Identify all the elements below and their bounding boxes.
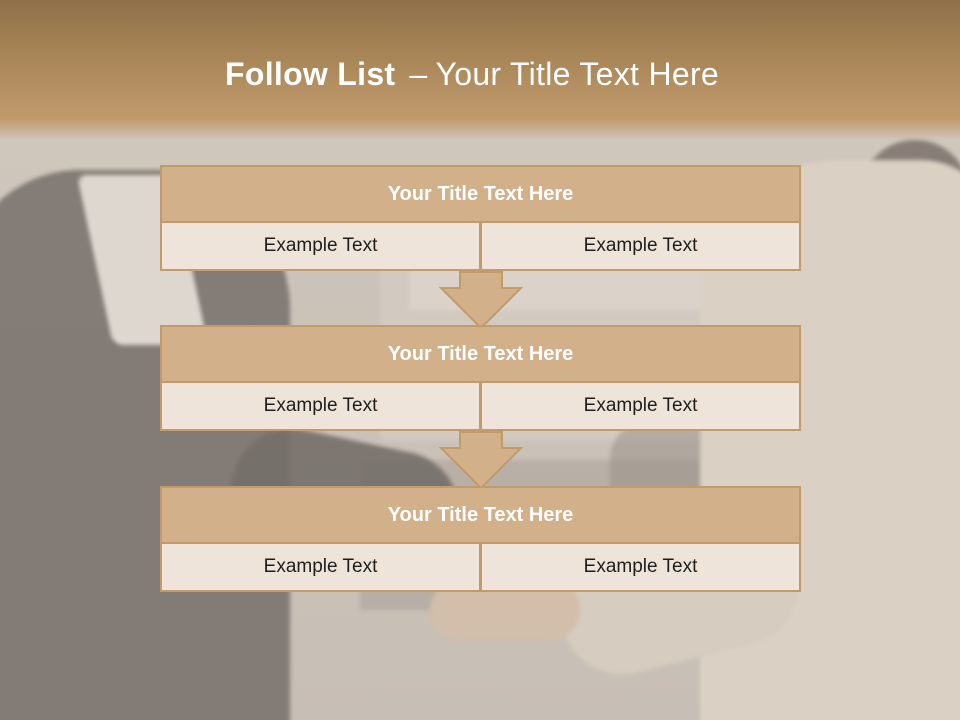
- step-title[interactable]: Your Title Text Here: [160, 165, 801, 223]
- step-title[interactable]: Your Title Text Here: [160, 325, 801, 383]
- slide-title-text: Your Title Text Here: [435, 56, 719, 92]
- slide-title: Follow List–Your Title Text Here: [0, 56, 944, 93]
- step-cell-left[interactable]: Example Text: [160, 381, 481, 431]
- step-row: Example Text Example Text: [160, 381, 801, 431]
- step-row: Example Text Example Text: [160, 221, 801, 271]
- step-cell-right[interactable]: Example Text: [481, 381, 801, 431]
- step-block-2: Your Title Text Here Example Text Exampl…: [160, 325, 801, 431]
- down-arrow-icon: [439, 271, 523, 330]
- step-row: Example Text Example Text: [160, 542, 801, 592]
- step-title[interactable]: Your Title Text Here: [160, 486, 801, 544]
- down-arrow-icon: [439, 431, 523, 490]
- step-cell-right[interactable]: Example Text: [481, 542, 801, 592]
- slide-title-dash: –: [409, 56, 428, 92]
- step-cell-left[interactable]: Example Text: [160, 221, 481, 271]
- slide-title-bold: Follow List: [225, 56, 396, 92]
- step-cell-right[interactable]: Example Text: [481, 221, 801, 271]
- step-block-1: Your Title Text Here Example Text Exampl…: [160, 165, 801, 271]
- step-block-3: Your Title Text Here Example Text Exampl…: [160, 486, 801, 592]
- step-cell-left[interactable]: Example Text: [160, 542, 481, 592]
- title-band: Follow List–Your Title Text Here: [0, 0, 960, 140]
